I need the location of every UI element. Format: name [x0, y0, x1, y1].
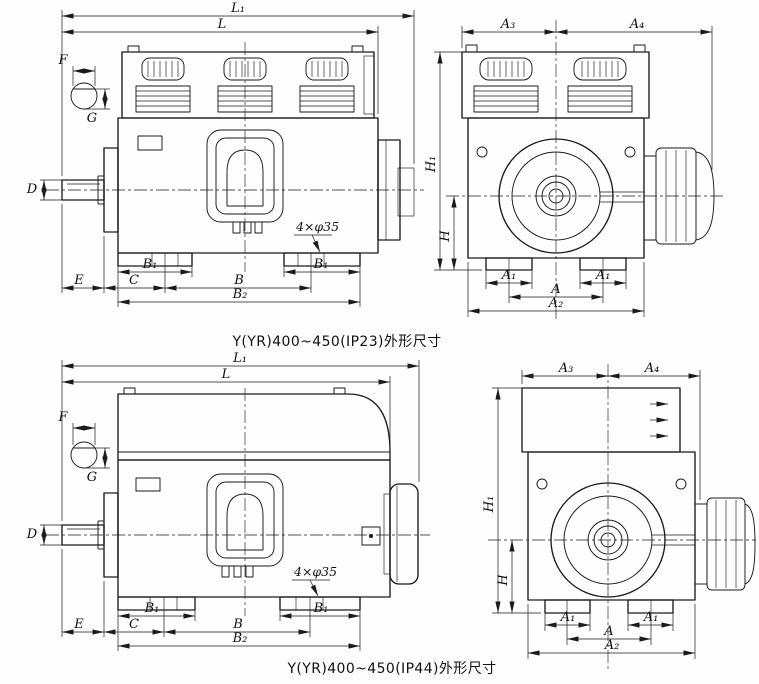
label-A1-left: A₁ [501, 268, 517, 283]
enclosed-hood [117, 387, 391, 461]
front-view-ip23: A₃ A₄ H₁ H A₁ A₁ A [424, 17, 726, 322]
key-section-detail [70, 82, 98, 110]
label-A: A [550, 282, 560, 297]
mounting-feet [117, 252, 361, 267]
label-H1: H₁ [424, 156, 439, 174]
label-L1: L₁ [230, 1, 245, 16]
drawing-ip44: L₁ L F G D [26, 352, 756, 670]
label-L: L [217, 17, 227, 32]
label-C: C [129, 617, 139, 632]
label-A3: A₃ [558, 361, 574, 376]
figure-caption-ip23: Y(YR)400~450(IP23)外形尺寸 [232, 334, 442, 350]
bolt-hole-left [536, 478, 548, 490]
side-view-ip23: L₁ L F G D [26, 1, 424, 307]
label-C: C [129, 273, 139, 288]
label-F: F [57, 53, 68, 68]
side-dimensions: L₁ L F G D [26, 1, 415, 307]
label-foot-holes: 4×φ35 [293, 564, 337, 579]
key-section-detail [70, 441, 98, 469]
drawing-ip23: L₁ L F G D [26, 1, 726, 322]
label-A4: A₄ [644, 361, 660, 376]
label-A1-right: A₁ [595, 268, 611, 283]
label-G: G [87, 470, 97, 485]
label-B1-left: B₁ [142, 257, 158, 272]
label-D: D [26, 527, 38, 542]
label-E: E [73, 617, 84, 632]
label-A1-left: A₁ [560, 610, 576, 625]
slip-ring-housing [643, 147, 715, 245]
front-dimensions: A₃ A₄ H₁ H A₁ A₁ A [482, 361, 701, 659]
label-foot-holes: 4×φ35 [295, 219, 339, 234]
nameplate [137, 135, 163, 151]
label-L1: L₁ [232, 352, 247, 366]
terminal-box [206, 473, 284, 578]
label-L: L [221, 367, 231, 382]
end-bell-circles [550, 482, 666, 598]
end-bell-circles [498, 138, 614, 254]
label-B2: B₂ [232, 287, 248, 302]
label-B1-right: B₁ [313, 601, 329, 616]
feet-front [544, 599, 674, 614]
label-G: G [87, 111, 97, 126]
label-A3: A₃ [500, 17, 516, 32]
label-B1-right: B₁ [313, 257, 329, 272]
bolt-hole-left [476, 146, 488, 158]
stator-frame [117, 459, 391, 598]
label-H1: H₁ [482, 496, 497, 514]
side-view-ip44: L₁ L F G D [26, 352, 430, 651]
label-B: B [232, 617, 243, 632]
nameplate [135, 477, 161, 492]
label-H: H [496, 574, 511, 587]
front-dimensions: A₃ A₄ H₁ H A₁ A₁ A [424, 17, 713, 317]
label-B1-left: B₁ [144, 601, 160, 616]
terminal-box [206, 129, 284, 234]
tube-cooler-box [521, 387, 681, 453]
air-inlet-box [461, 44, 650, 119]
label-A4: A₄ [629, 17, 645, 32]
label-A: A [603, 624, 613, 639]
label-A1-right: A₁ [643, 610, 659, 625]
fan-end [377, 139, 415, 241]
label-F: F [57, 410, 68, 425]
cowl-end [361, 483, 419, 585]
bolt-hole-right [675, 478, 687, 490]
mounting-feet [117, 596, 361, 611]
label-B: B [233, 273, 244, 288]
label-E: E [73, 273, 84, 288]
bolt-hole-right [624, 146, 636, 158]
slip-ring-housing [694, 497, 756, 591]
figure-caption-ip44: Y(YR)400~450(IP44)外形尺寸 [287, 661, 497, 677]
label-A2: A₂ [548, 296, 564, 311]
vent-hood [121, 45, 375, 119]
label-A2: A₂ [604, 638, 620, 653]
side-dimensions: L₁ L F G D [26, 352, 420, 651]
label-D: D [26, 182, 38, 197]
front-view-ip44: A₃ A₄ H₁ H A₁ A₁ A [482, 361, 756, 670]
label-H: H [438, 230, 453, 243]
label-B2: B₂ [232, 631, 248, 646]
